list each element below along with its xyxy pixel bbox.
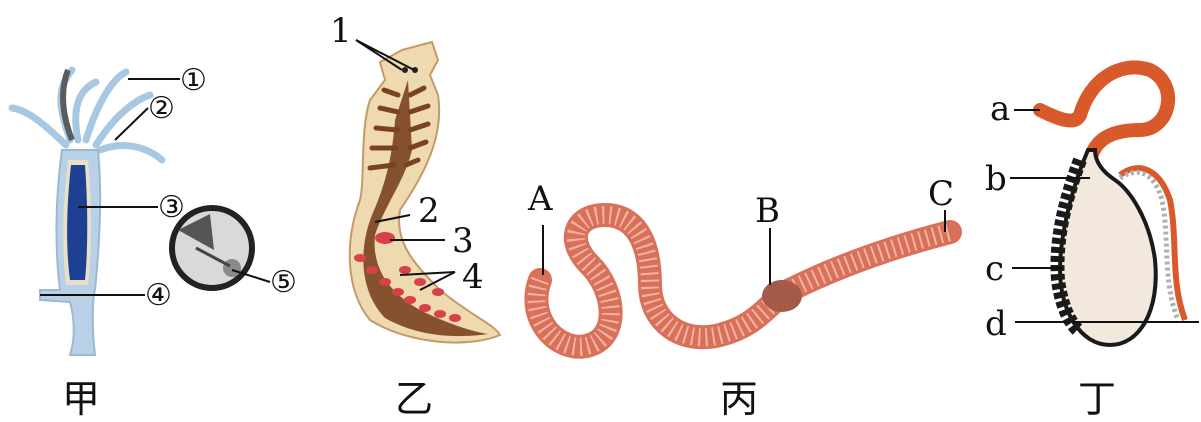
panel-roundworm: a b c d 丁 bbox=[985, 67, 1199, 421]
label-roundworm-c: c bbox=[985, 249, 1004, 289]
panel-hydra: ① ② ③ ④ ⑤ 甲 bbox=[12, 63, 297, 421]
earthworm-body bbox=[536, 215, 950, 347]
label-earthworm-C: C bbox=[928, 174, 954, 214]
caption-earthworm: 丙 bbox=[720, 377, 758, 421]
caption-roundworm: 丁 bbox=[1078, 377, 1116, 421]
roundworm-head-loop bbox=[1040, 67, 1168, 160]
label-roundworm-b: b bbox=[985, 159, 1007, 199]
label-planarian-2: 2 bbox=[418, 191, 440, 231]
panel-planarian: 1 2 3 4 乙 bbox=[330, 11, 500, 421]
label-hydra-4: ④ bbox=[145, 278, 172, 313]
label-earthworm-B: B bbox=[755, 191, 780, 231]
label-roundworm-a: a bbox=[990, 89, 1010, 129]
label-planarian-1: 1 bbox=[330, 11, 352, 51]
caption-planarian: 乙 bbox=[395, 377, 433, 421]
label-hydra-3: ③ bbox=[158, 190, 185, 225]
panel-earthworm: A B C 丙 bbox=[527, 174, 954, 421]
label-hydra-1: ① bbox=[180, 63, 207, 98]
label-planarian-4: 4 bbox=[462, 257, 484, 297]
caption-hydra: 甲 bbox=[62, 377, 100, 421]
label-hydra-2: ② bbox=[148, 91, 175, 126]
label-roundworm-d: d bbox=[985, 304, 1007, 344]
label-planarian-3: 3 bbox=[452, 221, 474, 261]
label-hydra-5: ⑤ bbox=[270, 265, 297, 300]
earthworm-clitellum bbox=[762, 280, 802, 312]
cnidocyte-nucleus bbox=[223, 259, 241, 277]
label-earthworm-A: A bbox=[527, 179, 553, 219]
planarian-eyespot-left bbox=[402, 67, 408, 73]
hydra-gut bbox=[67, 165, 87, 280]
